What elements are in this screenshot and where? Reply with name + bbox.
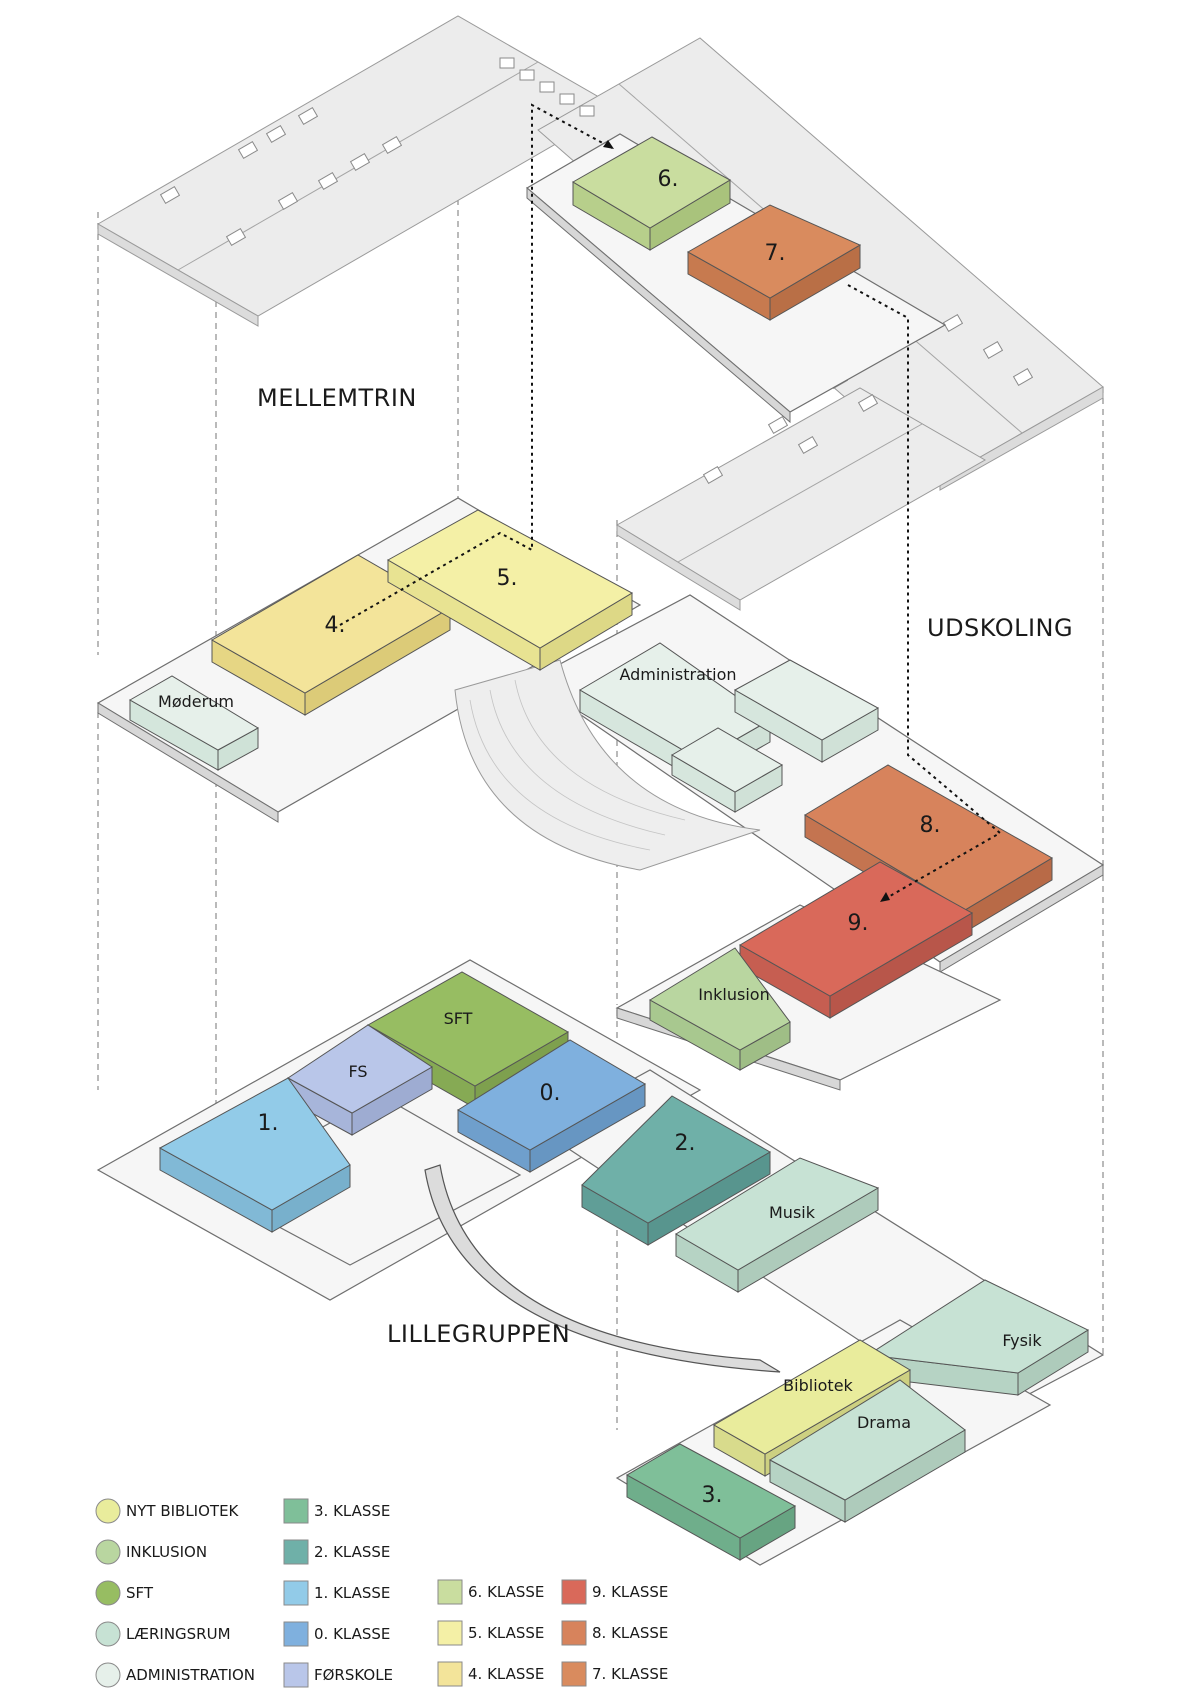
ground-floor-plate [96, 959, 1105, 1566]
room-2-klasse: 2. [581, 1095, 772, 1246]
legend-item: NYT BIBLIOTEK [95, 1498, 240, 1524]
room-8-label: 8. [920, 813, 941, 838]
room-fysik: Fysik [866, 1279, 1090, 1396]
legend-swatch [283, 1621, 309, 1647]
legend-label: NYT BIBLIOTEK [126, 1502, 240, 1520]
legend-swatch [283, 1662, 309, 1688]
curved-walkway [424, 1164, 781, 1373]
room-1-label: 1. [258, 1111, 279, 1136]
room-6-klasse: 6. [572, 136, 732, 251]
legend-item: 3. KLASSE [283, 1498, 390, 1524]
room-fs-label: FS [348, 1062, 367, 1081]
room-musik-label: Musik [769, 1203, 816, 1222]
legend-item: SFT [95, 1580, 154, 1606]
existing-building-roof [96, 15, 1104, 611]
legend: NYT BIBLIOTEK INKLUSION SFT LÆRINGSRUM ADMIN… [95, 1498, 668, 1688]
room-5-klasse: 5. [386, 509, 634, 671]
room-administration: Administration [579, 642, 880, 813]
legend-swatch [283, 1580, 309, 1606]
section-udskoling: UDSKOLING [927, 614, 1073, 642]
legend-swatch [437, 1579, 463, 1605]
room-5-label: 5. [497, 566, 518, 591]
legend-swatch [437, 1661, 463, 1687]
legend-item: LÆRINGSRUM [95, 1621, 231, 1647]
legend-swatch [95, 1621, 121, 1647]
legend-item: 2. KLASSE [283, 1539, 390, 1565]
legend-item: 1. KLASSE [283, 1580, 390, 1606]
room-moderum-label: Møderum [158, 692, 234, 711]
legend-item: 6. KLASSE [437, 1579, 544, 1605]
legend-label: LÆRINGSRUM [126, 1625, 231, 1643]
room-3-klasse: 3. [625, 1443, 797, 1561]
legend-label: 0. KLASSE [314, 1625, 390, 1643]
legend-label: 2. KLASSE [314, 1543, 390, 1561]
room-inklusion-label: Inklusion [698, 985, 769, 1004]
legend-label: 5. KLASSE [468, 1624, 544, 1642]
legend-label: 4. KLASSE [468, 1665, 544, 1683]
legend-item: 4. KLASSE [437, 1661, 544, 1687]
legend-item: FØRSKOLE [283, 1662, 393, 1688]
room-3-label: 3. [702, 1483, 723, 1508]
room-bibliotek-label: Bibliotek [783, 1376, 853, 1395]
room-2-label: 2. [675, 1131, 696, 1156]
route-arrow-to-9 [880, 892, 890, 902]
legend-swatch [95, 1539, 121, 1565]
legend-item: 0. KLASSE [283, 1621, 390, 1647]
room-inklusion: Inklusion [649, 947, 791, 1071]
legend-item: 8. KLASSE [561, 1620, 668, 1646]
legend-label: 9. KLASSE [592, 1583, 668, 1601]
room-sft-label: SFT [444, 1009, 473, 1028]
legend-swatch [95, 1498, 121, 1524]
legend-swatch [95, 1662, 121, 1688]
legend-item: 9. KLASSE [561, 1579, 668, 1605]
legend-item: INKLUSION [95, 1539, 207, 1565]
legend-label: ADMINISTRATION [126, 1666, 255, 1684]
legend-label: FØRSKOLE [314, 1666, 393, 1684]
legend-swatch [95, 1580, 121, 1606]
room-musik: Musik [675, 1157, 880, 1293]
room-6-label: 6. [658, 167, 679, 192]
room-drama: Drama [768, 1379, 966, 1523]
middle-ramp [454, 659, 761, 871]
room-forskole: FS [287, 1024, 433, 1136]
room-7-label: 7. [765, 241, 786, 266]
section-mellemtrin: MELLEMTRIN [257, 384, 417, 412]
circulation-routes [339, 103, 1002, 902]
room-4-label: 4. [325, 613, 346, 638]
legend-item: ADMINISTRATION [95, 1662, 255, 1688]
room-0-klasse: 0. [457, 1039, 646, 1173]
room-administration-label: Administration [619, 665, 736, 684]
legend-label: 1. KLASSE [314, 1584, 390, 1602]
legend-label: SFT [126, 1584, 154, 1602]
room-9-label: 9. [848, 911, 869, 936]
legend-label: 3. KLASSE [314, 1502, 390, 1520]
room-7-klasse: 7. [686, 204, 862, 321]
roof-skylights [159, 57, 1034, 485]
room-1-klasse: 1. [158, 1077, 351, 1233]
legend-label: 7. KLASSE [592, 1665, 668, 1683]
legend-swatch [283, 1539, 309, 1565]
legend-swatch [561, 1661, 587, 1687]
legend-item: 7. KLASSE [561, 1661, 668, 1687]
room-0-label: 0. [540, 1081, 561, 1106]
room-fysik-label: Fysik [1002, 1331, 1042, 1350]
room-drama-label: Drama [857, 1413, 911, 1432]
legend-swatch [561, 1620, 587, 1646]
legend-label: INKLUSION [126, 1543, 207, 1561]
legend-label: 6. KLASSE [468, 1583, 544, 1601]
legend-swatch [283, 1498, 309, 1524]
legend-item: 5. KLASSE [437, 1620, 544, 1646]
legend-label: 8. KLASSE [592, 1624, 668, 1642]
room-moderum: Møderum [128, 675, 260, 771]
legend-swatch [561, 1579, 587, 1605]
section-lillegruppen: LILLEGRUPPEN [387, 1320, 570, 1348]
route-arrow-to-6 [603, 140, 614, 149]
room-9-klasse: 9. [739, 861, 974, 1019]
legend-swatch [437, 1620, 463, 1646]
